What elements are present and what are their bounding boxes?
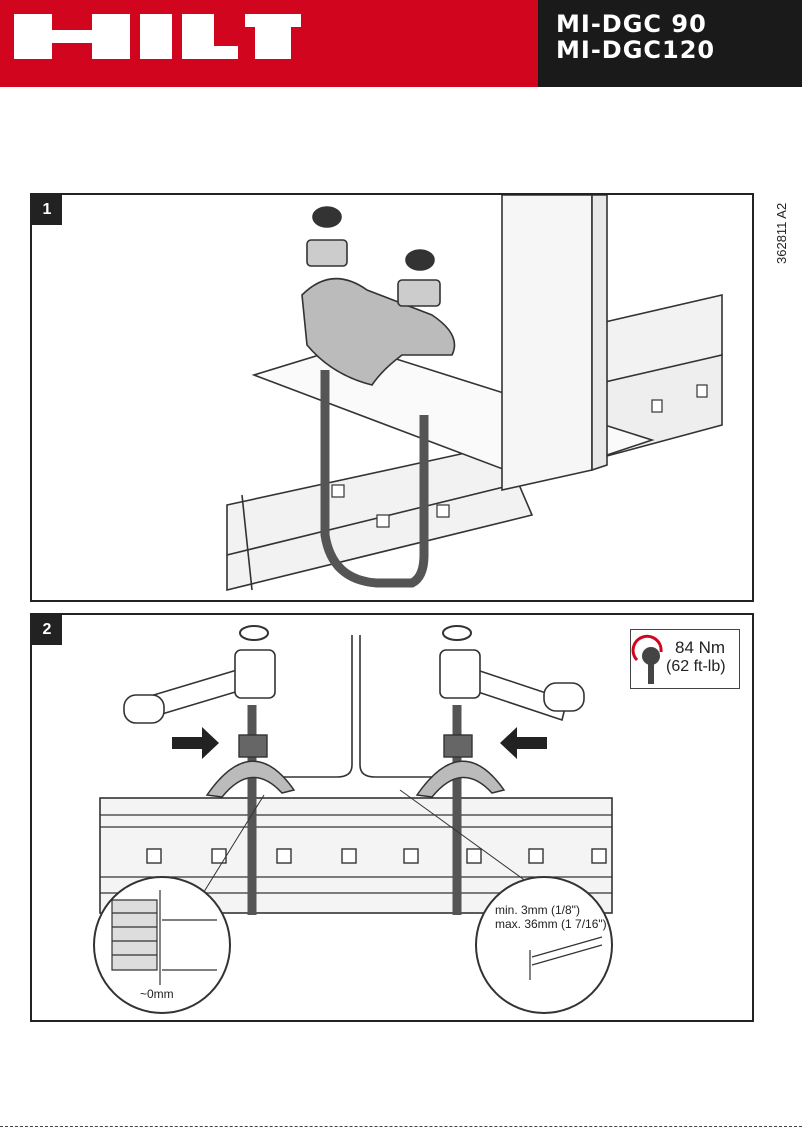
document-number: 362811 A2 [774, 202, 789, 264]
hilti-logo [14, 14, 301, 59]
gap-label: ~0mm [140, 987, 174, 1001]
step-2-illustration [93, 625, 613, 1014]
header-model-bar [538, 0, 802, 87]
max-gap-label: max. 36mm (1 7/16") [495, 917, 607, 931]
torque-value: 84 Nm [675, 638, 726, 657]
step-1-illustration [226, 195, 723, 592]
torque-imperial: (62 ft-lb) [666, 658, 726, 675]
model-name-1: MI-DGC 90 [556, 10, 707, 38]
min-gap-label: min. 3mm (1/8") [495, 903, 580, 917]
model-name-2: MI-DGC120 [556, 36, 716, 64]
page-bottom-line [0, 1126, 802, 1127]
detail-circle-right [475, 876, 613, 1014]
torque-box: 84 Nm (62 ft-lb) [630, 629, 740, 689]
step-1-panel: 1 [30, 193, 754, 602]
step-1-number: 1 [32, 195, 62, 225]
torque-wrench-icon [631, 634, 663, 684]
header-brand-bar [0, 0, 538, 87]
step-2-panel: 2 [30, 613, 754, 1022]
step-2-number: 2 [32, 615, 62, 645]
